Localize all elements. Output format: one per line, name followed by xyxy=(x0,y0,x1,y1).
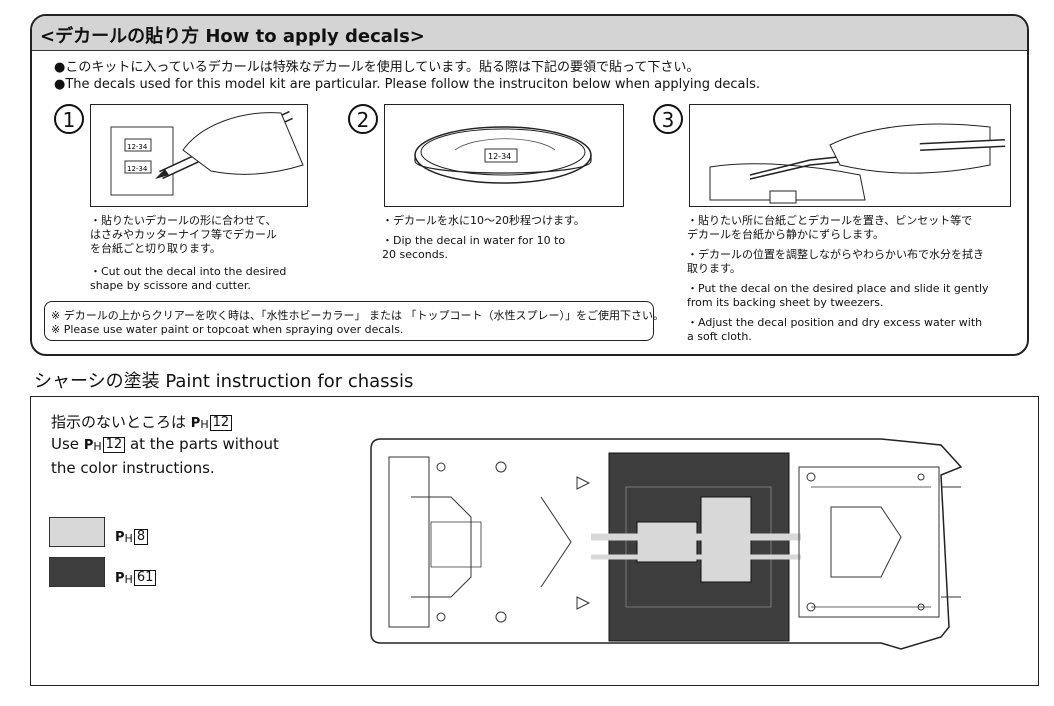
decal-section-title: <デカールの貼り方 How to apply decals> xyxy=(40,26,425,47)
decal-instructions-panel: <デカールの貼り方 How to apply decals> ●このキットに入っ… xyxy=(30,14,1029,356)
legend-swatch-dark-gray xyxy=(49,557,105,587)
step-1-illustration: 12-34 12-34 xyxy=(90,104,308,207)
cutting-decal-drawing: 12-34 12-34 xyxy=(110,110,304,196)
decal-intro-en: ●The decals used for this model kit are … xyxy=(54,77,761,92)
step-3-number: 3 xyxy=(653,104,683,134)
decal-header-bar xyxy=(32,16,1027,51)
instruction-en-prefix: Use xyxy=(51,435,80,453)
step-3-text-jp-1: ・貼りたい所に台紙ごとデカールを置き、ピンセット等で デカールを台紙から静かにず… xyxy=(687,214,973,241)
decal-label-b: 12-34 xyxy=(127,165,148,173)
note-en: ※ Please use water paint or topcoat when… xyxy=(51,323,404,336)
step-1-number: 1 xyxy=(54,104,84,134)
water-dish-drawing: 12-34 xyxy=(414,126,592,184)
step-1-text-en: ・Cut out the decal into the desired shap… xyxy=(90,265,287,292)
decal-label-a: 12-34 xyxy=(127,143,148,151)
step-3-text-jp-2: ・デカールの位置を調整しながらやわらかい布で水分を拭き 取ります。 xyxy=(687,248,984,275)
chassis-section-title: シャーシの塗装 Paint instruction for chassis xyxy=(34,371,414,392)
note-jp: ※ デカールの上からクリアーを吹く時は、「水性ホビーカラー」 または 「トップコ… xyxy=(51,309,665,322)
decal-intro-jp: ●このキットに入っているデカールは特殊なデカールを使用しています。貼る際は下記の… xyxy=(54,60,700,75)
step-3-text-en-1: ・Put the decal on the desired place and … xyxy=(687,282,989,309)
step-2-number: 2 xyxy=(348,104,378,134)
clear-coat-note-box: ※ デカールの上からクリアーを吹く時は、「水性ホビーカラー」 または 「トップコ… xyxy=(44,301,664,341)
instruction-en-suffix: at the parts without xyxy=(129,435,279,453)
legend-swatch-light-gray xyxy=(49,517,105,547)
tweezers-drawing xyxy=(709,123,1006,204)
step-3-text-en-2: ・Adjust the decal position and dry exces… xyxy=(687,316,983,343)
dish-decal-label: 12-34 xyxy=(488,152,511,161)
step-3-illustration xyxy=(689,104,1011,207)
step-1-text-jp: ・貼りたいデカールの形に合わせて、 はさみやカッターナイフ等でデカール を台紙ご… xyxy=(90,214,277,255)
step-2-illustration: 12-34 xyxy=(384,104,624,207)
step-2-text-jp: ・デカールを水に10〜20秒程つけます。 xyxy=(382,214,585,227)
dark-floor-area xyxy=(608,452,790,642)
instruction-jp-text: 指示のないところは xyxy=(51,413,187,431)
chassis-diagram xyxy=(370,438,963,650)
step-2-text-en: ・Dip the decal in water for 10 to 20 sec… xyxy=(382,234,566,261)
instruction-en-line2: the color instructions. xyxy=(51,459,215,477)
